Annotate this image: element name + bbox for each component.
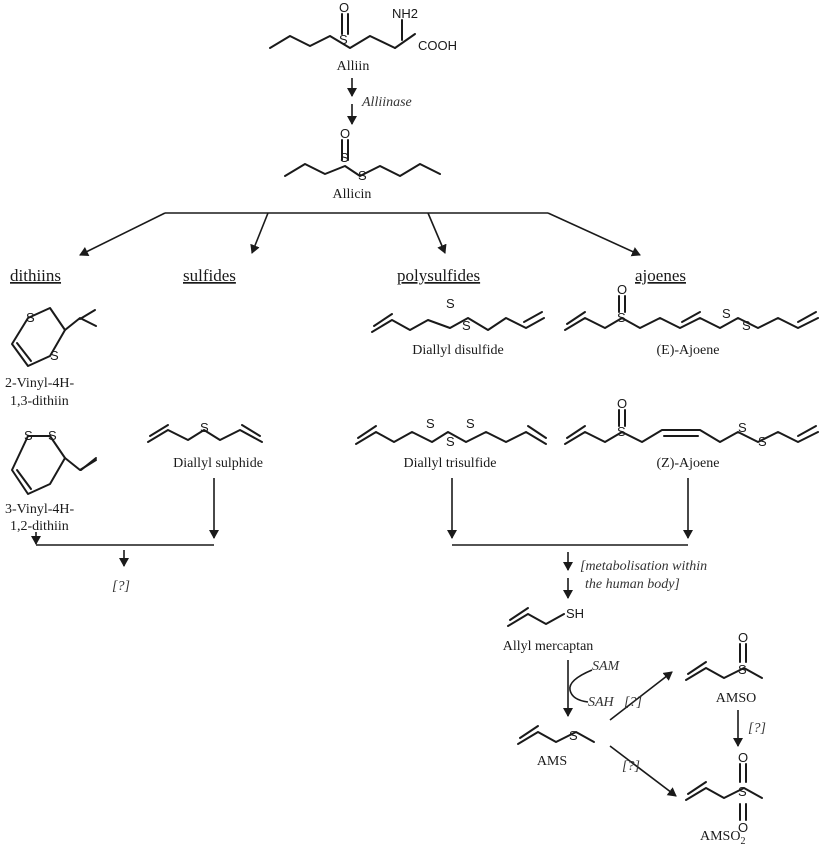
dithiin13-label-line1: 2-Vinyl-4H- (5, 376, 74, 391)
amso2-label-main: AMSO (700, 829, 740, 844)
allicin-structure: S S O (284, 126, 441, 183)
arrow-to-sulfides (250, 212, 269, 254)
z-ajoene-s2-atom: S (738, 420, 747, 435)
category-dithiins: dithiins (10, 266, 61, 285)
allyl-mercaptan-label: Allyl mercaptan (503, 639, 594, 654)
alliin-structure: S O NH2 COOH (269, 0, 457, 53)
e-ajoene-s1-atom: S (617, 310, 626, 325)
arrow-to-dithiins (79, 212, 166, 256)
sulphide-s-atom: S (200, 420, 209, 435)
dithiin13-label-line2: 1,3-dithiin (10, 394, 69, 409)
amso-structure: S O (685, 630, 763, 681)
disulfide-s1-atom: S (446, 296, 455, 311)
allicin-o-atom: O (340, 126, 350, 141)
trisulfide-s2-atom: S (446, 434, 455, 449)
z-ajoene-s3-atom: S (758, 434, 767, 449)
alliinase-label: Alliinase (361, 95, 412, 110)
e-ajoene-o-atom: O (617, 282, 627, 297)
amso-label: AMSO (716, 691, 756, 706)
allicin-label: Allicin (333, 187, 372, 202)
disulfide-s2-atom: S (462, 318, 471, 333)
amso2-o2-atom: O (738, 820, 748, 835)
dithiin12-s1-atom: S (24, 428, 33, 443)
alliin-cooh-atom: COOH (418, 38, 457, 53)
diallyl-disulfide-structure: S S (371, 296, 545, 333)
dithiin13-s2-atom: S (50, 348, 59, 363)
ams-label: AMS (537, 754, 567, 769)
ams-amso2-unknown: [?] (622, 759, 640, 774)
e-ajoene-structure: S O S S (564, 282, 819, 333)
vinyl-12-dithiin-structure: S S (11, 428, 97, 495)
amso2-structure: S O O (685, 750, 763, 835)
ams-s-atom: S (569, 728, 578, 743)
trisulfide-s3-atom: S (466, 416, 475, 431)
amso-s-atom: S (738, 662, 747, 677)
amso-o-atom: O (738, 630, 748, 645)
ams-amso-unknown: [?] (624, 695, 642, 710)
sam-sah-curve (569, 669, 593, 703)
amso-amso2-unknown: [?] (748, 721, 766, 736)
z-ajoene-s1-atom: S (617, 424, 626, 439)
diallyl-trisulfide-label: Diallyl trisulfide (404, 456, 497, 471)
dithiin12-label-line2: 1,2-dithiin (10, 519, 69, 534)
z-ajoene-structure: S O S S (564, 396, 819, 449)
arrow-ams-amso2 (609, 745, 677, 797)
arrow-to-polysulfides (427, 212, 447, 254)
left-unknown-label: [?] (112, 579, 130, 594)
e-ajoene-s2-atom: S (722, 306, 731, 321)
category-polysulfides: polysulfides (397, 266, 480, 285)
vinyl-13-dithiin-structure: S S (11, 307, 97, 367)
category-ajoenes: ajoenes (635, 266, 686, 285)
alliin-o-atom: O (339, 0, 349, 15)
allicin-s1-atom: S (340, 150, 349, 165)
alliin-s-atom: S (339, 32, 348, 47)
alliin-label: Alliin (337, 59, 370, 74)
amso2-label: AMSO2 (700, 829, 745, 847)
mercaptan-sh-atom: SH (566, 606, 584, 621)
arrow-to-ajoenes (547, 212, 641, 257)
dithiin12-label-line1: 3-Vinyl-4H- (5, 502, 74, 517)
amso2-s-atom: S (738, 784, 747, 799)
amso2-o1-atom: O (738, 750, 748, 765)
z-ajoene-o-atom: O (617, 396, 627, 411)
diallyl-sulphide-label: Diallyl sulphide (173, 456, 263, 471)
alliin-nh2-atom: NH2 (392, 6, 418, 21)
arrow-ams-amso (609, 671, 673, 721)
dithiin13-s1-atom: S (26, 310, 35, 325)
ams-structure: S (517, 725, 595, 745)
metabolisation-line2: the human body] (585, 577, 680, 592)
z-ajoene-label: (Z)-Ajoene (657, 456, 720, 471)
diallyl-sulphide-structure: S (147, 420, 263, 443)
diallyl-disulfide-label: Diallyl disulfide (412, 343, 503, 358)
e-ajoene-label: (E)-Ajoene (657, 343, 720, 358)
amso2-label-subscript: 2 (740, 836, 745, 847)
sam-label: SAM (592, 659, 621, 674)
metabolisation-line1: [metabolisation within (580, 559, 707, 574)
category-sulfides: sulfides (183, 266, 236, 285)
allicin-s2-atom: S (358, 168, 367, 183)
allyl-mercaptan-structure: SH (507, 606, 584, 627)
trisulfide-s1-atom: S (426, 416, 435, 431)
sah-label: SAH (588, 695, 615, 710)
diallyl-trisulfide-structure: S S S (355, 416, 547, 449)
dithiin12-s2-atom: S (48, 428, 57, 443)
e-ajoene-s3-atom: S (742, 318, 751, 333)
